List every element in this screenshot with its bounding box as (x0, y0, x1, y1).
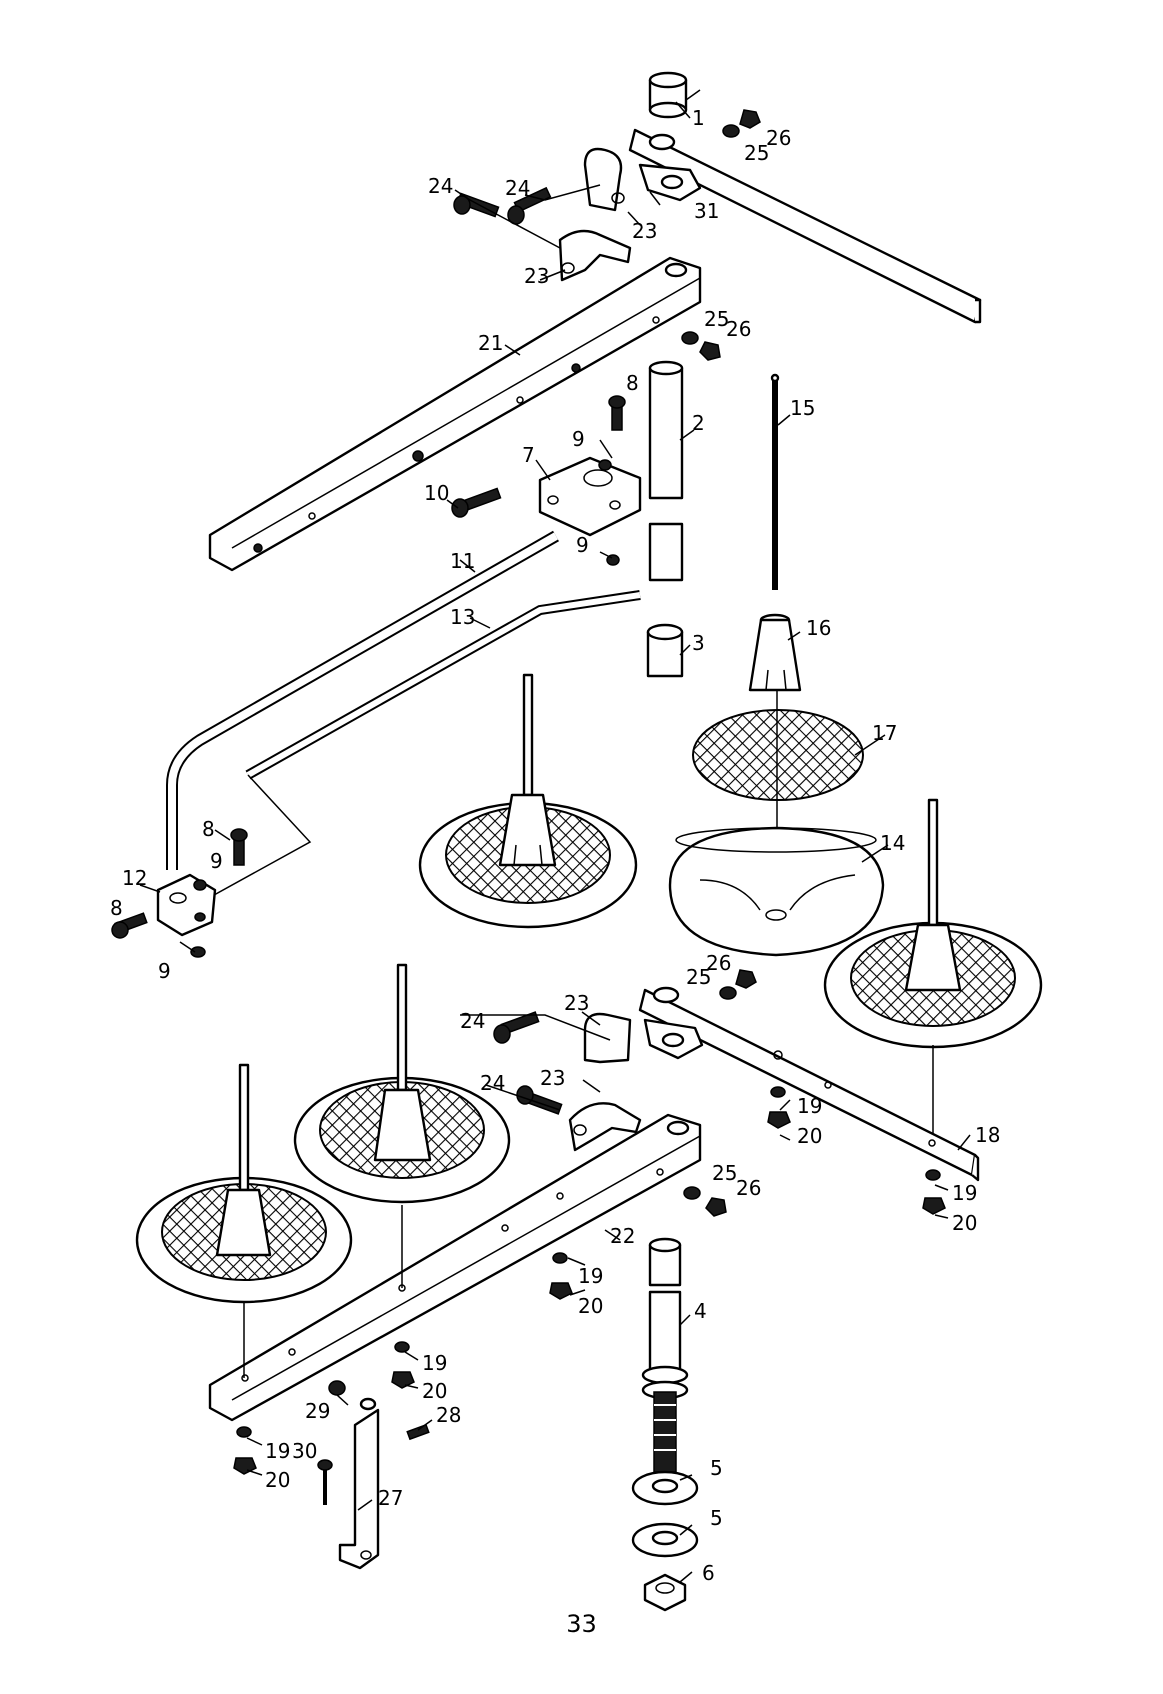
callout-8a: 8 (626, 371, 639, 395)
callout-13: 13 (450, 605, 475, 629)
callout-2: 2 (692, 411, 705, 435)
callout-23a: 23 (632, 219, 657, 243)
callout-8b: 8 (202, 817, 215, 841)
callout-9a: 9 (572, 427, 585, 451)
spacer-collar-1 (650, 73, 686, 117)
callout-9d: 9 (158, 959, 171, 983)
screw-24d (517, 1086, 562, 1114)
bracket-27 (340, 1399, 378, 1568)
screw-28 (407, 1425, 429, 1439)
hex-nut-6 (645, 1575, 685, 1610)
nut-washer-set-middle (392, 1342, 414, 1388)
callout-19c: 19 (578, 1264, 603, 1288)
callout-26d: 26 (736, 1176, 761, 1200)
callout-24b: 24 (505, 176, 530, 200)
callout-4: 4 (694, 1299, 707, 1323)
callout-5a: 5 (710, 1456, 723, 1480)
callout-20a: 20 (797, 1124, 822, 1148)
callout-22: 22 (610, 1224, 635, 1248)
callout-18: 18 (975, 1123, 1000, 1147)
spool-cone-16 (750, 615, 800, 690)
callout-3: 3 (692, 631, 705, 655)
page-number: 33 (0, 1610, 1163, 1638)
nut-washer-22 (684, 1187, 726, 1216)
nut-29 (329, 1381, 345, 1395)
callout-17: 17 (872, 721, 897, 745)
screw-8-upper (609, 396, 625, 430)
callout-24c: 24 (460, 1009, 485, 1033)
callout-19d: 19 (422, 1351, 447, 1375)
spool-assembly-lower-middle (295, 965, 509, 1202)
stand-post-4 (643, 1239, 687, 1472)
callout-6: 6 (702, 1561, 715, 1585)
callout-21: 21 (478, 331, 503, 355)
callout-20e: 20 (265, 1468, 290, 1492)
callout-24d: 24 (480, 1071, 505, 1095)
callout-19e: 19 (265, 1439, 290, 1463)
screw-30 (318, 1460, 332, 1505)
callout-20b: 20 (952, 1211, 977, 1235)
stand-tube-2 (650, 362, 682, 580)
callout-29: 29 (305, 1399, 330, 1423)
callout-15: 15 (790, 396, 815, 420)
callout-26a: 26 (766, 126, 791, 150)
callout-23d: 23 (540, 1066, 565, 1090)
callout-10: 10 (424, 481, 449, 505)
nut-washer-set-left (234, 1427, 256, 1474)
spool-assembly-upper (420, 675, 636, 927)
spool-dish-14 (670, 828, 883, 955)
callout-5b: 5 (710, 1506, 723, 1530)
nut-washer-21 (682, 332, 720, 360)
spool-pin-15 (772, 375, 778, 590)
callout-16: 16 (806, 616, 831, 640)
callout-20d: 20 (422, 1379, 447, 1403)
callout-11: 11 (450, 549, 475, 573)
callout-24a: 24 (428, 174, 453, 198)
upper-base-bar (210, 258, 700, 570)
clamp-block-7 (540, 458, 640, 535)
pipe-clamp-upper-1 (585, 149, 624, 210)
callout-23b: 23 (524, 264, 549, 288)
callout-26c: 26 (706, 951, 731, 975)
callout-19a: 19 (797, 1094, 822, 1118)
pipe-clamp-lower-1 (585, 1014, 630, 1062)
nut-washer-set-center (550, 1253, 572, 1299)
callout-1: 1 (692, 106, 705, 130)
pipe-clamp-upper-2 (560, 231, 630, 280)
callout-28: 28 (436, 1403, 461, 1427)
callout-7: 7 (522, 443, 535, 467)
nut-washer-set-right-1 (768, 1087, 790, 1128)
screw-24a (454, 193, 499, 216)
callout-9b: 9 (576, 533, 589, 557)
screw-10 (452, 488, 501, 517)
callout-25d: 25 (712, 1161, 737, 1185)
nut-washer-top (723, 110, 760, 137)
callout-8c: 8 (110, 896, 123, 920)
callout-31: 31 (694, 199, 719, 223)
callout-23c: 23 (564, 991, 589, 1015)
tube-sleeve-3 (648, 625, 682, 676)
callout-27: 27 (378, 1486, 403, 1510)
callout-14: 14 (880, 831, 905, 855)
callout-12: 12 (122, 866, 147, 890)
callout-30: 30 (292, 1439, 317, 1463)
screw-24c (494, 1012, 539, 1043)
callout-26b: 26 (726, 317, 751, 341)
callout-19b: 19 (952, 1181, 977, 1205)
callout-20c: 20 (578, 1294, 603, 1318)
nut-washer-set-right-2 (923, 1170, 945, 1214)
callout-9c: 9 (210, 849, 223, 873)
mesh-pad-17 (693, 710, 863, 800)
